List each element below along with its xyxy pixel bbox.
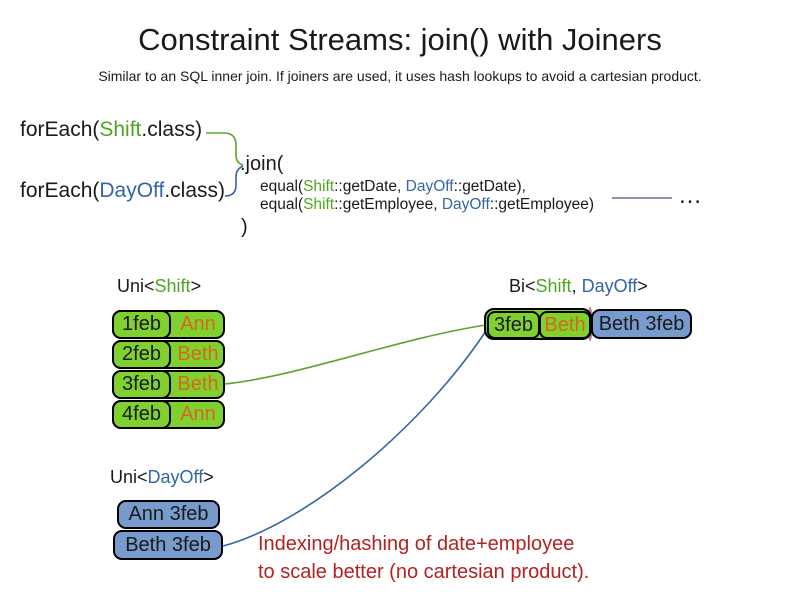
code-joiner-employee: equal(Shift::getEmployee, DayOff::getEmp… <box>260 196 594 214</box>
code-text: ::getEmployee, <box>334 196 442 213</box>
shift-class-token: Shift <box>303 196 335 213</box>
shift-row-date-cell: 3feb <box>112 370 171 399</box>
code-text: equal( <box>260 178 304 195</box>
shift-row-employee: Beth <box>177 343 219 365</box>
label-text: > <box>190 276 202 296</box>
bi-shift-employee-cell: Beth <box>539 311 591 339</box>
code-text: equal( <box>260 196 304 213</box>
shift-class-token: Shift <box>154 276 191 296</box>
shift-row-employee: Ann <box>180 313 216 335</box>
dayoff-class-token: DayOff <box>441 196 490 213</box>
dayoff-class-token: DayOff <box>581 276 638 296</box>
dayoff-row-1: Ann 3feb <box>117 500 220 529</box>
code-join-close: ) <box>241 216 248 238</box>
page-subtitle: Similar to an SQL inner join. If joiners… <box>98 68 702 84</box>
indexing-annotation: Indexing/hashing of date+employee to sca… <box>258 530 589 586</box>
dayoff-row-2: Beth 3feb <box>113 530 223 560</box>
brace-top-green-line <box>206 132 244 166</box>
bi-row-shift-part: 3feb Beth <box>484 308 592 340</box>
bi-shift-date-cell: 3feb <box>487 311 540 339</box>
code-text: ::getEmployee) <box>489 196 595 213</box>
shift-to-bi-green-curve <box>224 324 487 385</box>
shift-row-3: 3feb Beth <box>112 370 225 399</box>
shift-row-employee: Ann <box>180 403 216 425</box>
code-text: ::getDate), <box>453 178 526 195</box>
code-text: .class) <box>141 118 203 141</box>
page-title: Constraint Streams: join() with Joiners <box>138 22 662 57</box>
shift-row-date-cell: 2feb <box>112 340 171 369</box>
shift-class-token: Shift <box>535 276 572 296</box>
bi-stream-label: Bi<Shift, DayOff> <box>509 276 648 297</box>
code-text: forEach( <box>20 118 100 141</box>
label-text: , <box>571 276 582 296</box>
bi-dayoff-cell: Beth 3feb <box>591 309 692 339</box>
annotation-line-1: Indexing/hashing of date+employee <box>258 533 575 555</box>
dayoff-to-bi-blue-curve <box>222 330 487 547</box>
dayoff-class-token: DayOff <box>405 178 454 195</box>
code-joiner-date: equal(Shift::getDate, DayOff::getDate), <box>260 178 526 196</box>
dayoff-stream-label: Uni<DayOff> <box>110 467 214 488</box>
code-join-open: .join( <box>240 153 284 175</box>
brace-bottom-blue-line <box>224 165 244 197</box>
code-text: forEach( <box>20 179 100 202</box>
label-text: Bi< <box>509 276 536 296</box>
shift-row-1: 1feb Ann <box>112 310 225 339</box>
label-text: > <box>203 467 214 487</box>
shift-row-2: 2feb Beth <box>112 340 225 369</box>
shift-row-employee: Beth <box>177 373 219 395</box>
code-foreach-dayoff: forEach(DayOff.class) <box>20 179 225 203</box>
more-joiners-ellipsis: … <box>678 182 703 209</box>
annotation-line-2: to scale better (no cartesian product). <box>258 561 590 583</box>
label-text: > <box>637 276 648 296</box>
dayoff-class-token: DayOff <box>147 467 204 487</box>
code-foreach-shift: forEach(Shift.class) <box>20 118 202 142</box>
label-text: Uni< <box>117 276 155 296</box>
shift-class-token: Shift <box>99 118 142 141</box>
label-text: Uni< <box>110 467 148 487</box>
shift-stream-label: Uni<Shift> <box>117 276 201 297</box>
shift-row-4: 4feb Ann <box>112 400 225 429</box>
shift-row-date-cell: 4feb <box>112 400 171 429</box>
shift-class-token: Shift <box>303 178 335 195</box>
code-text: .class) <box>164 179 226 202</box>
dayoff-class-token: DayOff <box>99 179 165 202</box>
code-text: ::getDate, <box>334 178 406 195</box>
shift-row-date-cell: 1feb <box>112 310 171 339</box>
